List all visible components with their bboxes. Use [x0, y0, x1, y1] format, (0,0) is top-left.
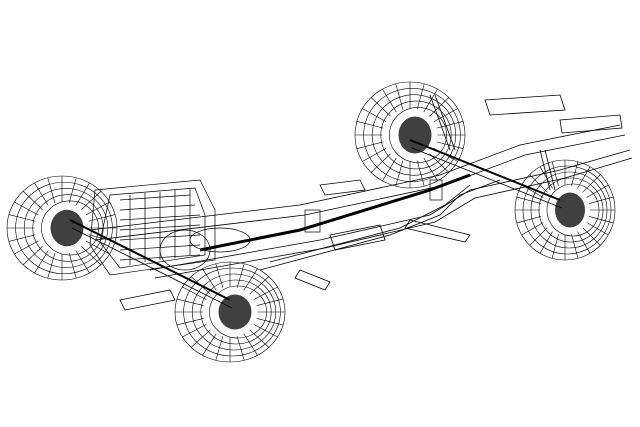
brake-hub: [218, 294, 252, 330]
tread-line: [14, 201, 39, 216]
tread-line: [539, 166, 553, 189]
tread-line: [356, 141, 384, 150]
tread-line: [68, 253, 77, 279]
tread-line: [81, 191, 102, 210]
tread-line: [582, 227, 601, 246]
tread-line: [395, 83, 404, 110]
tread-line: [577, 231, 591, 254]
tread-line: [85, 201, 110, 216]
brake-hub: [398, 116, 432, 154]
tread-line: [521, 184, 544, 198]
tread-line: [34, 182, 49, 206]
tread-line: [85, 240, 110, 255]
tread-line: [551, 161, 559, 186]
tread-line: [215, 263, 224, 288]
tread-line: [521, 222, 544, 236]
tread-line: [516, 216, 541, 224]
tread-line: [586, 222, 609, 236]
tread-line: [243, 268, 258, 291]
tread-line: [47, 177, 56, 203]
tread-line: [176, 298, 204, 306]
wheel-front-right: [174, 261, 286, 363]
tread-line: [370, 153, 391, 173]
tread-line: [586, 184, 609, 198]
tread-line: [8, 214, 36, 222]
wheel-hubs: [50, 116, 585, 330]
tread-line: [236, 263, 245, 288]
tread-line: [22, 246, 43, 265]
brake-hub: [50, 209, 84, 247]
tread-line: [236, 336, 245, 361]
tread-line: [256, 298, 284, 306]
wheel-front-left: [6, 175, 118, 281]
tread-line: [182, 324, 207, 338]
tread-line: [190, 276, 211, 295]
tread-line: [362, 147, 387, 162]
tread-line: [34, 250, 49, 274]
tread-line: [68, 177, 77, 203]
tread-line: [433, 147, 458, 162]
tread-line: [577, 166, 591, 189]
tread-line: [589, 196, 614, 204]
tread-line: [75, 182, 90, 206]
tread-line: [88, 234, 116, 242]
wheel-rear-right: [514, 159, 616, 261]
tread-line: [571, 234, 579, 259]
tread-line: [589, 216, 614, 224]
tread-line: [416, 160, 425, 187]
tread-line: [182, 286, 207, 300]
wheel-rear-left: [354, 81, 466, 189]
tread-line: [571, 161, 579, 186]
tread-line: [370, 97, 391, 117]
tread-line: [433, 108, 458, 123]
tread-line: [256, 318, 284, 326]
tread-line: [202, 268, 217, 291]
tread-line: [582, 174, 601, 193]
tread-line: [253, 324, 278, 338]
tread-line: [253, 286, 278, 300]
tread-line: [75, 250, 90, 274]
tread-line: [362, 108, 387, 123]
tread-line: [14, 240, 39, 255]
tread-line: [529, 227, 548, 246]
tread-line: [416, 83, 425, 110]
tread-line: [423, 88, 438, 113]
tread-line: [202, 333, 217, 356]
tread-line: [356, 120, 384, 129]
brake-hub: [555, 192, 585, 228]
tread-line: [529, 174, 548, 193]
tread-line: [382, 88, 397, 113]
tread-line: [429, 97, 450, 117]
tread-line: [249, 276, 270, 295]
tread-line: [81, 246, 102, 265]
engine-block: [89, 179, 443, 276]
tread-line: [395, 160, 404, 187]
tread-line: [243, 333, 258, 356]
tread-line: [429, 153, 450, 173]
tread-line: [539, 231, 553, 254]
tread-line: [190, 329, 211, 348]
tread-line: [436, 120, 464, 129]
tread-line: [249, 329, 270, 348]
wheels: [6, 81, 616, 363]
tread-line: [436, 141, 464, 150]
tread-line: [516, 196, 541, 204]
tread-line: [88, 214, 116, 222]
tread-line: [382, 157, 397, 182]
tread-line: [551, 234, 559, 259]
tread-line: [215, 336, 224, 361]
tread-line: [176, 318, 204, 326]
tread-line: [8, 234, 36, 242]
frame-rails: [69, 94, 633, 311]
tread-line: [423, 157, 438, 182]
tread-line: [47, 253, 56, 279]
tread-line: [22, 191, 43, 210]
